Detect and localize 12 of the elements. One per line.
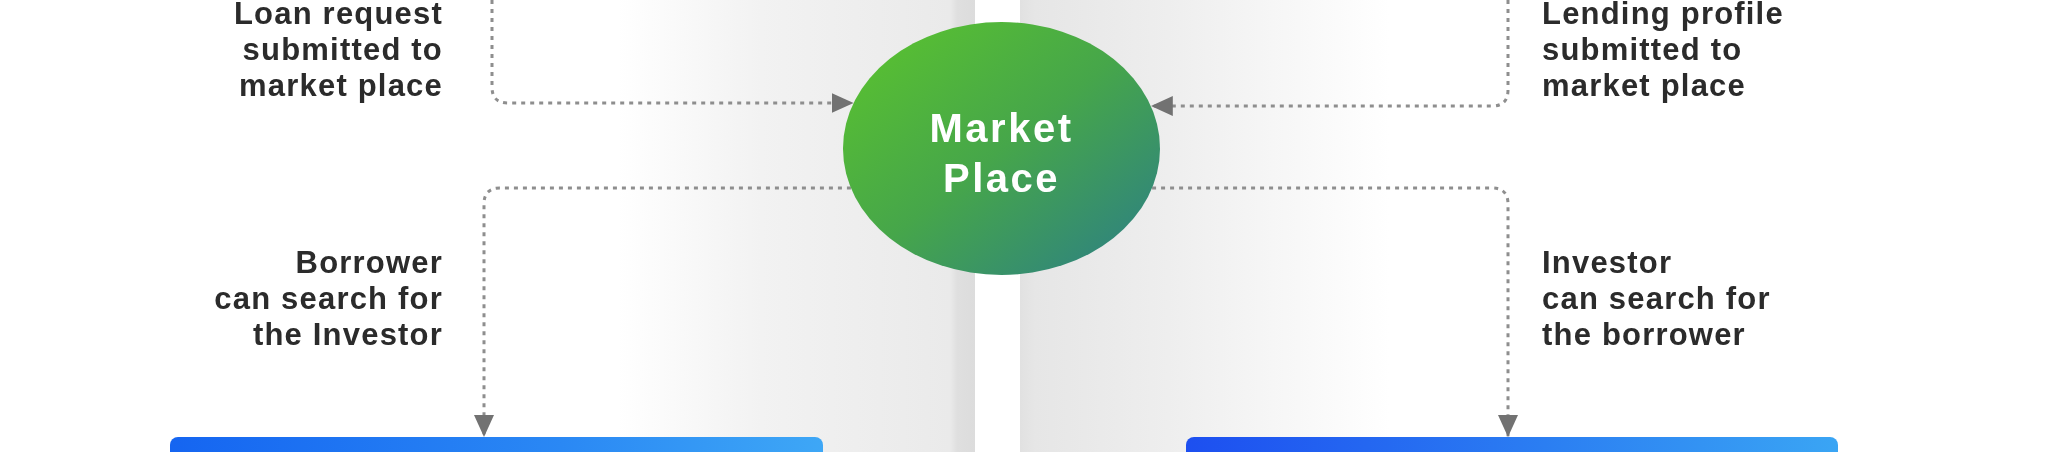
process-box [170, 437, 823, 452]
arrow [1150, 0, 1510, 116]
edge-label: Borrower can search for the Investor [214, 245, 443, 353]
edge-label: Loan request submitted to market place [233, 0, 443, 104]
edge-label: Lending profile submitted to market place [1542, 0, 1784, 104]
arrow [474, 186, 851, 437]
node-label: Market Place [928, 104, 1075, 202]
arrow [1152, 186, 1518, 437]
edge-label: Investor can search for the borrower [1542, 245, 1771, 353]
arrow [490, 0, 854, 113]
process-ellipse [843, 22, 1160, 275]
process-box [1186, 437, 1838, 452]
